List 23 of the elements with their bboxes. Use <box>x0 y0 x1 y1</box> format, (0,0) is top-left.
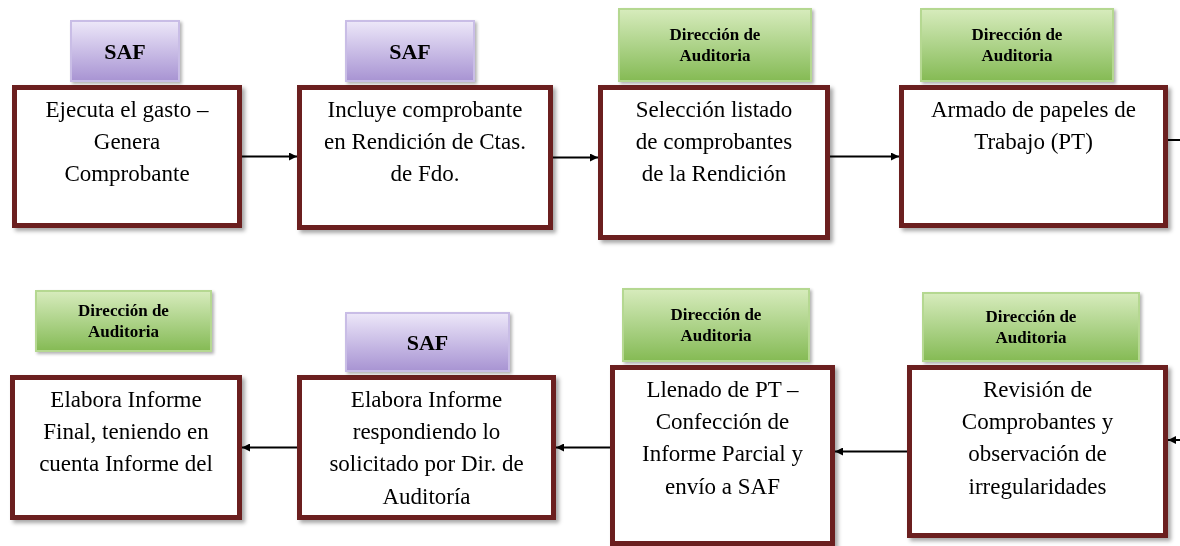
role-tab: Dirección de Auditoria <box>920 8 1114 82</box>
step-text: Revisión de Comprobantes y observación de irregularidades <box>960 376 1115 501</box>
role-tab: Dirección de Auditoria <box>618 8 812 82</box>
arrow <box>241 443 298 452</box>
role-tab: Dirección de Auditoria <box>35 290 212 352</box>
role-tab: SAF <box>345 312 510 372</box>
step-text: Elabora Informe respondiendo lo solicitado por Dir. de Auditoría <box>328 386 525 511</box>
role-tab: SAF <box>70 20 180 82</box>
arrow <box>552 153 599 162</box>
arrow <box>829 152 900 161</box>
step-text: Armado de papeles de Trabajo (PT) <box>930 96 1137 157</box>
step-text: Selección listado de comprobantes de la Rendición <box>634 96 794 189</box>
step-text: Incluye comprobante en Rendición de Ctas. de Fdo. <box>324 96 526 189</box>
arrow <box>555 443 611 452</box>
arrow <box>834 447 908 456</box>
role-tab: Dirección de Auditoria <box>622 288 810 362</box>
arrow <box>241 152 298 161</box>
step-text: Elabora Informe Final, teniendo en cuenta Informe del <box>38 386 214 479</box>
role-tab: SAF <box>345 20 475 82</box>
step-text: Ejecuta el gasto – Genera Comprobante <box>44 96 210 189</box>
step-text: Llenado de PT – Confección de Informe Parcial y envío a SAF <box>641 376 804 501</box>
arrow <box>1167 436 1180 444</box>
role-tab: Dirección de Auditoria <box>922 292 1140 362</box>
